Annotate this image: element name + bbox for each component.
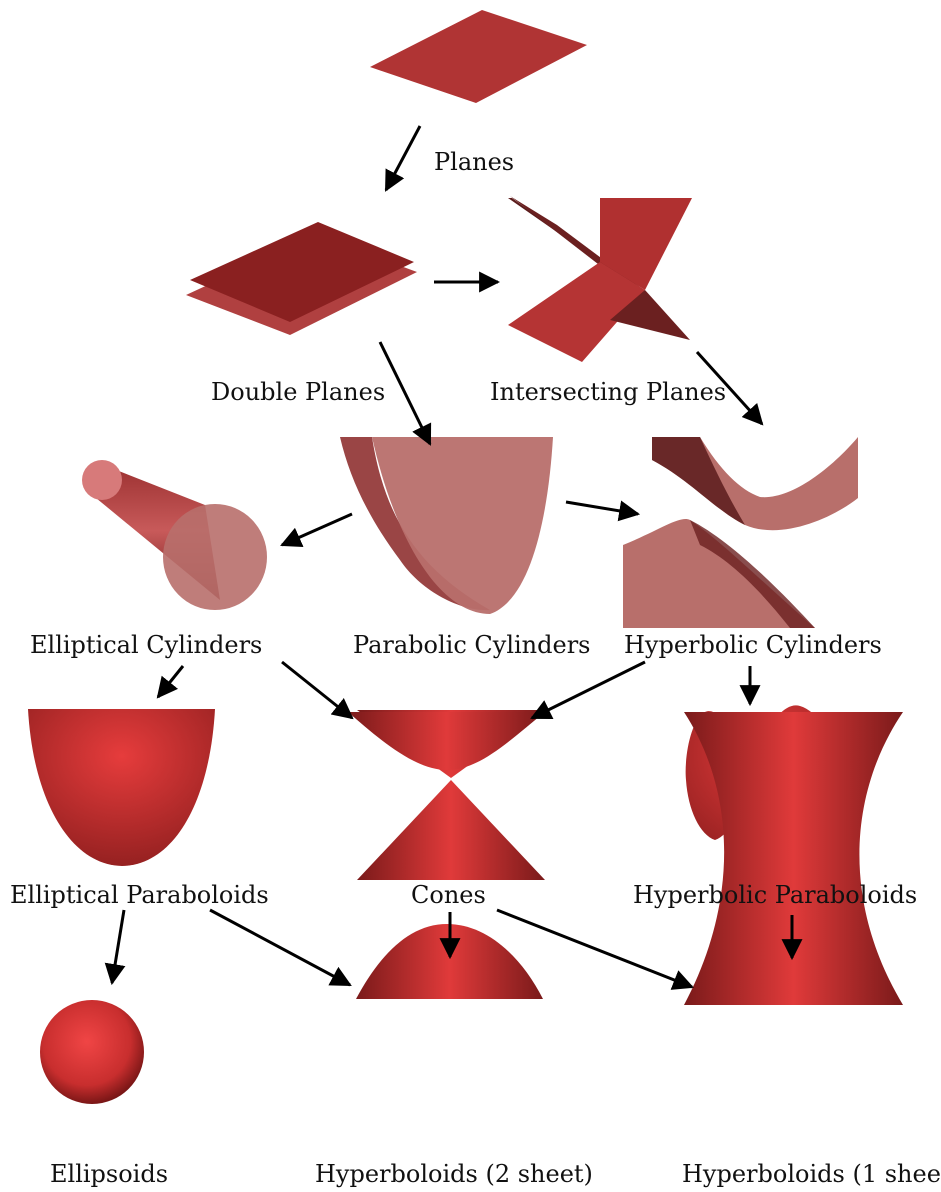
elliptical-paraboloid-shape xyxy=(28,709,215,866)
label-hyperboloids-1-sheet: Hyperboloids (1 sheet) xyxy=(682,1160,941,1188)
arrow-parabolic-to-hyperbolic xyxy=(566,502,638,514)
hyperbolic-cylinder-shape xyxy=(623,437,858,628)
label-intersecting-planes: Intersecting Planes xyxy=(490,378,726,406)
label-hyperboloids-2-sheet: Hyperboloids (2 sheet) xyxy=(315,1160,593,1188)
hyperboloid-one-sheet-shape xyxy=(684,712,903,1005)
arrow-planes-to-double xyxy=(386,126,420,190)
label-cones: Cones xyxy=(411,881,486,909)
label-double-planes: Double Planes xyxy=(211,378,385,406)
intersecting-planes-shape xyxy=(508,196,692,362)
label-planes: Planes xyxy=(434,148,514,176)
label-elliptical-cylinders: Elliptical Cylinders xyxy=(30,631,262,659)
arrow-elliptical-cyl-to-cones xyxy=(282,662,352,718)
ellipsoid-shape xyxy=(40,1000,144,1104)
label-elliptical-paraboloids: Elliptical Paraboloids xyxy=(10,881,269,909)
label-hyperbolic-cylinders: Hyperbolic Cylinders xyxy=(624,631,882,659)
elliptical-cylinder-shape xyxy=(82,460,267,610)
double-planes-shape xyxy=(186,222,417,335)
label-parabolic-cylinders: Parabolic Cylinders xyxy=(353,631,590,659)
label-ellipsoids: Ellipsoids xyxy=(50,1160,168,1188)
plane-shape xyxy=(370,10,587,103)
parabolic-cylinder-shape xyxy=(340,437,553,614)
arrow-elliptical-cyl-to-paraboloid xyxy=(158,666,183,697)
arrow-hyperbolic-cyl-to-cones xyxy=(532,662,645,718)
label-hyperbolic-paraboloids: Hyperbolic Paraboloids xyxy=(633,881,917,909)
arrow-double-to-parabolic xyxy=(380,342,430,444)
arrow-elliptical-paraboloid-to-ellipsoid xyxy=(112,910,124,983)
arrow-elliptical-paraboloid-to-hyp2 xyxy=(210,910,350,985)
arrow-parabolic-to-elliptical xyxy=(282,514,352,545)
